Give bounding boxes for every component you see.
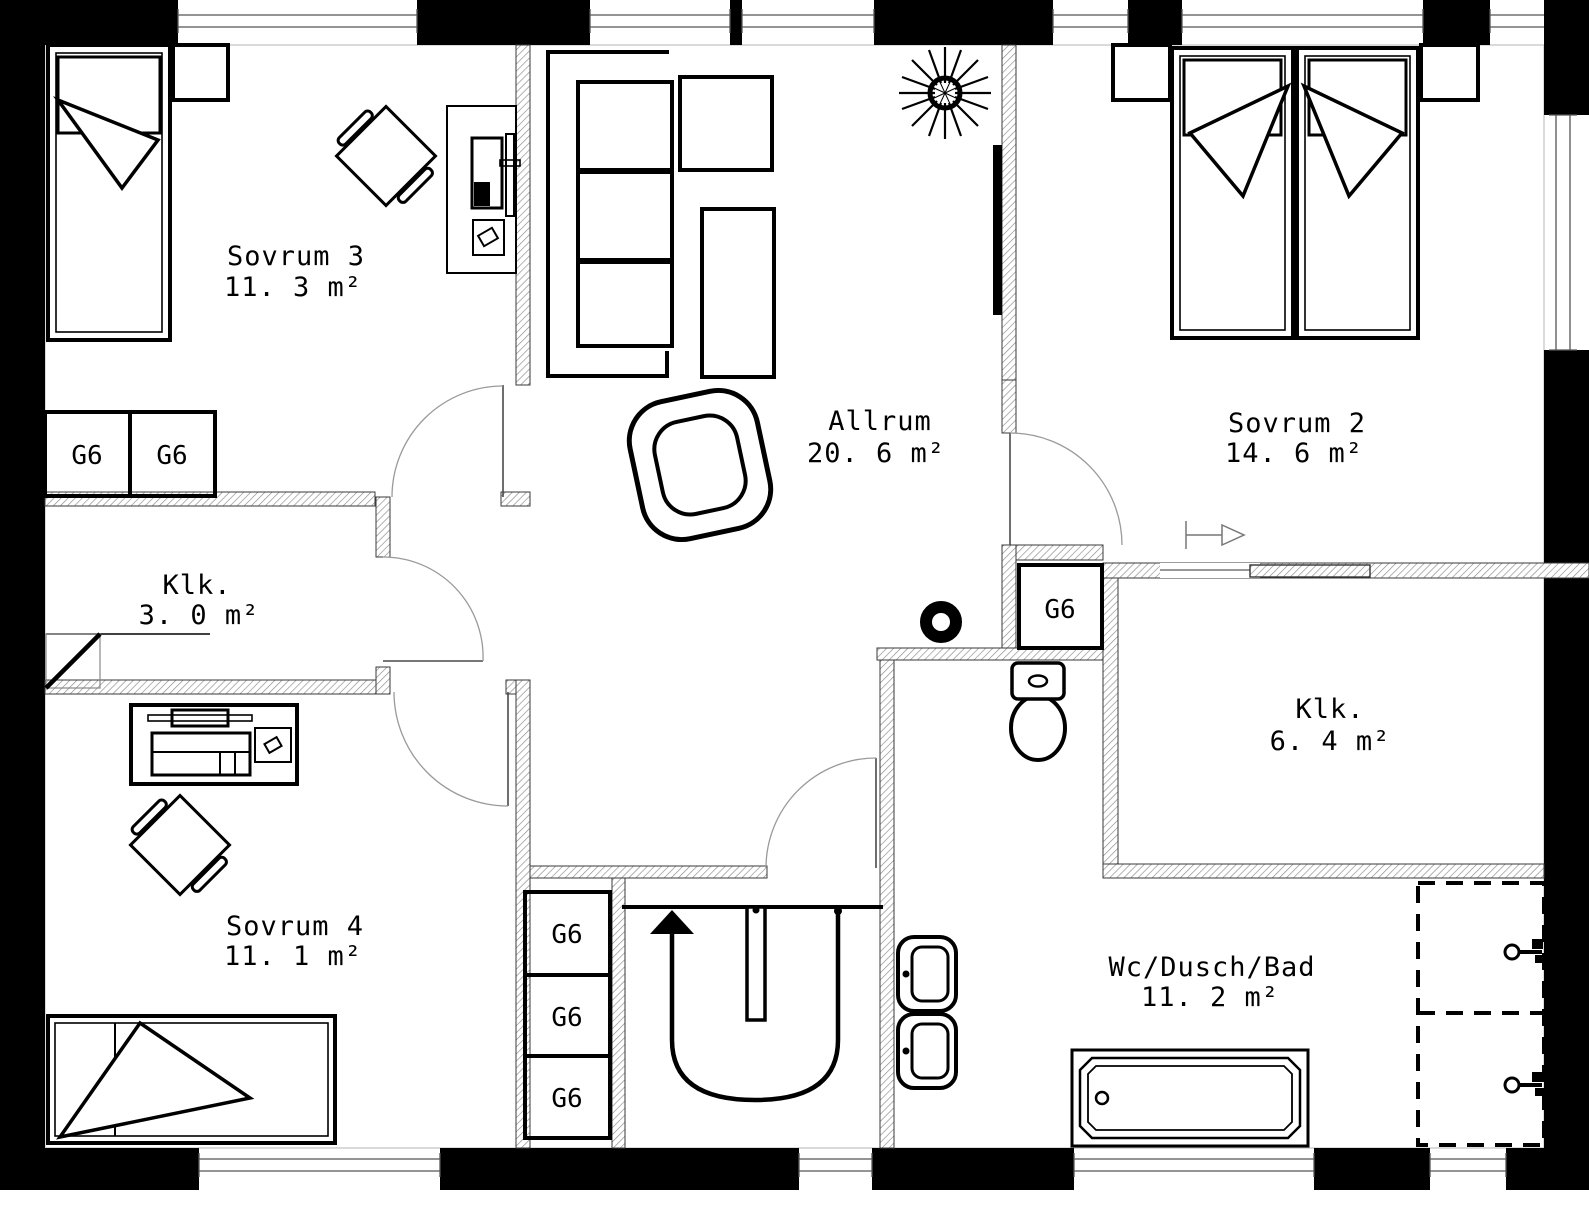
nightstand-icon: [171, 43, 230, 102]
cabinet-label: G6: [71, 441, 102, 471]
cabinet-label: G6: [551, 1003, 582, 1033]
desk-icon: [129, 703, 299, 786]
sovrum2-furniture: [1111, 43, 1480, 340]
cabinet-label: G6: [1044, 595, 1075, 625]
door-klk-small: [382, 556, 484, 662]
sovrum4-furniture: [46, 703, 337, 1145]
hanger-rail-icon: [44, 632, 102, 690]
cabinet-g6-2: G6: [128, 410, 217, 498]
cabinet-label: G6: [551, 920, 582, 950]
cabinet-g6-wc: G6: [1017, 563, 1104, 650]
room-area-bathroom: 11. 2 m²: [1141, 982, 1279, 1013]
door-sovrum3: [391, 385, 504, 498]
room-area-klk-large: 6. 4 m²: [1270, 726, 1391, 757]
floor-drain-icon: [920, 601, 962, 643]
room-area-sovrum2: 14. 6 m²: [1225, 438, 1363, 469]
cabinet-label: G6: [551, 1084, 582, 1114]
sofa-table-icon: [700, 207, 776, 379]
cabinet-g6-1: G6: [43, 410, 132, 498]
single-bed-icon: [1170, 46, 1295, 340]
windows: [177, 9, 1577, 1177]
water-connection-icon: [1503, 939, 1544, 963]
desk-icon: [446, 105, 521, 274]
toilet-icon: [1009, 661, 1067, 762]
sink-icon: [896, 1012, 958, 1090]
shelf-icon: [45, 633, 101, 689]
wall-face-lines: [44, 44, 1545, 1149]
room-area-allrum: 20. 6 m²: [807, 438, 945, 469]
single-bed-icon: [1295, 46, 1420, 340]
window-icon: [177, 9, 1577, 1177]
cabinet-g6-stack: G6 G6 G6: [523, 890, 612, 1140]
chair-icon: [128, 793, 232, 897]
sliding-door: [1160, 521, 1371, 578]
water-connection-icon: [1503, 1072, 1544, 1096]
klk-small-fittings: [44, 632, 210, 690]
room-label-klk-large: Klk.: [1295, 694, 1364, 725]
room-label-klk-small: Klk.: [162, 570, 231, 601]
single-bed-icon: [46, 43, 172, 342]
reserved-area-dashed: [1416, 881, 1546, 1147]
shower-icon: [622, 905, 883, 1103]
corner-sofa-icon: [546, 50, 774, 378]
room-label-bathroom: Wc/Dusch/Bad: [1108, 952, 1315, 983]
room-label-sovrum4: Sovrum 4: [226, 911, 364, 942]
room-label-sovrum2: Sovrum 2: [1228, 408, 1366, 439]
cabinet-label: G6: [156, 441, 187, 471]
tv-icon: [993, 145, 1002, 315]
room-label-sovrum3: Sovrum 3: [227, 241, 365, 272]
slide-direction-arrow-icon: [1185, 521, 1246, 549]
bathtub-icon: [1070, 1048, 1310, 1148]
armchair-icon: [626, 387, 774, 543]
room-area-sovrum4: 11. 1 m²: [224, 941, 362, 972]
door-sovrum4: [393, 691, 509, 807]
nightstand-icon: [1419, 43, 1480, 102]
room-labels: Sovrum 3 11. 3 m² Allrum 20. 6 m² Sovrum…: [139, 241, 1391, 1013]
allrum-furniture: [546, 47, 1002, 543]
room-area-sovrum3: 11. 3 m²: [224, 272, 362, 303]
sink-icon: [896, 935, 958, 1013]
chair-icon: [334, 104, 438, 208]
nightstand-icon: [1111, 43, 1172, 102]
room-area-klk-small: 3. 0 m²: [139, 600, 260, 631]
room-label-allrum: Allrum: [828, 406, 932, 437]
single-bed-icon: [46, 1014, 337, 1145]
sovrum3-furniture: [46, 43, 521, 342]
doors: [382, 385, 1123, 869]
plant-icon: [899, 47, 991, 139]
door-sovrum2: [1009, 432, 1123, 546]
interior-walls: [44, 44, 1589, 1149]
bathroom-fixtures: G6 G6 G6: [523, 563, 1546, 1148]
exterior-walls: [0, 0, 1589, 1190]
door-bathroom: [765, 757, 877, 869]
